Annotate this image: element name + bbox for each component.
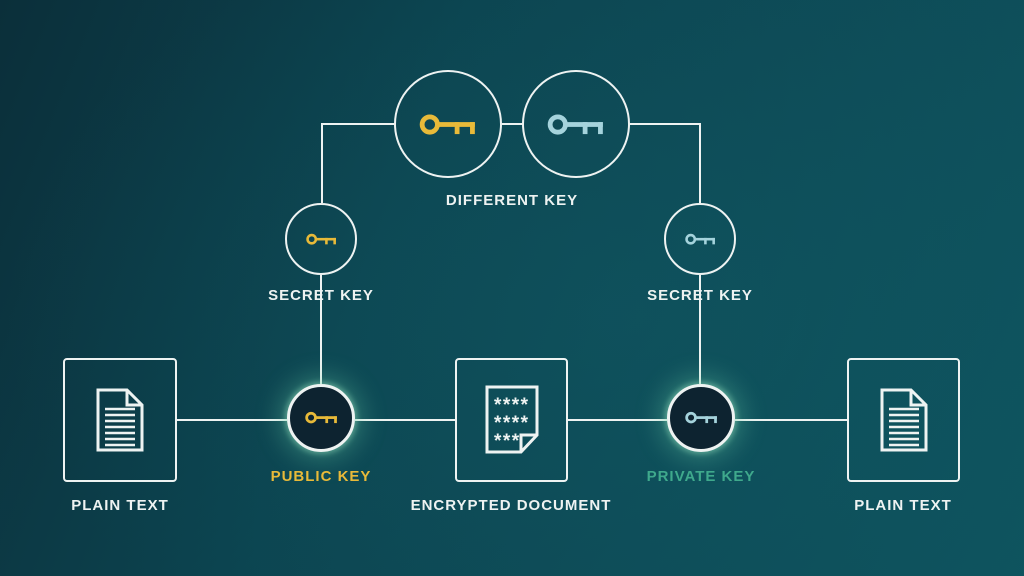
yellow-key-icon xyxy=(304,412,337,424)
connector-between-big-keys xyxy=(502,123,522,125)
connector-plaintext-to-public xyxy=(177,419,287,421)
public-key-label: PUBLIC KEY xyxy=(270,468,372,485)
yellow-key-icon xyxy=(419,113,475,135)
blue-key-icon xyxy=(547,113,603,135)
private-key-node xyxy=(667,384,735,452)
connector-private-to-plaintext xyxy=(735,419,847,421)
plain-text-left-label: PLAIN TEXT xyxy=(71,497,169,514)
plain-text-right-label: PLAIN TEXT xyxy=(854,497,952,514)
yellow-key-icon xyxy=(305,233,336,245)
blue-key-icon xyxy=(684,412,717,424)
connector-encrypted-to-private xyxy=(568,419,667,421)
blue-key-icon xyxy=(684,233,715,245)
public-key-node xyxy=(287,384,355,452)
connector-secret-to-private xyxy=(699,275,701,384)
secret-key-right-circle xyxy=(664,203,736,275)
secret-key-left-label: SECRET KEY xyxy=(268,287,374,304)
connector-secret-to-public xyxy=(320,275,322,384)
connector-right-elbow-horizontal xyxy=(630,123,700,125)
asterisk-row: **** xyxy=(494,395,530,416)
secret-key-left-circle xyxy=(285,203,357,275)
different-key-blue-circle xyxy=(522,70,630,178)
plain-text-box-right xyxy=(847,358,960,482)
encrypted-document-box: **** **** *** xyxy=(455,358,568,482)
different-key-yellow-circle xyxy=(394,70,502,178)
different-key-label: DIFFERENT KEY xyxy=(445,192,579,209)
connector-left-elbow-vertical xyxy=(321,123,323,203)
encrypted-document-icon: **** **** *** xyxy=(485,385,538,454)
document-icon xyxy=(880,388,927,452)
private-key-label: PRIVATE KEY xyxy=(646,468,756,485)
connector-left-elbow-horizontal xyxy=(322,123,394,125)
asterisk-row: **** xyxy=(494,413,530,434)
asterisk-row: *** xyxy=(494,431,521,452)
plain-text-box-left xyxy=(63,358,177,482)
secret-key-right-label: SECRET KEY xyxy=(647,287,753,304)
connector-public-to-encrypted xyxy=(355,419,455,421)
encrypted-document-label: ENCRYPTED DOCUMENT xyxy=(410,497,612,514)
document-icon xyxy=(96,388,144,452)
connector-right-elbow-vertical xyxy=(699,123,701,203)
